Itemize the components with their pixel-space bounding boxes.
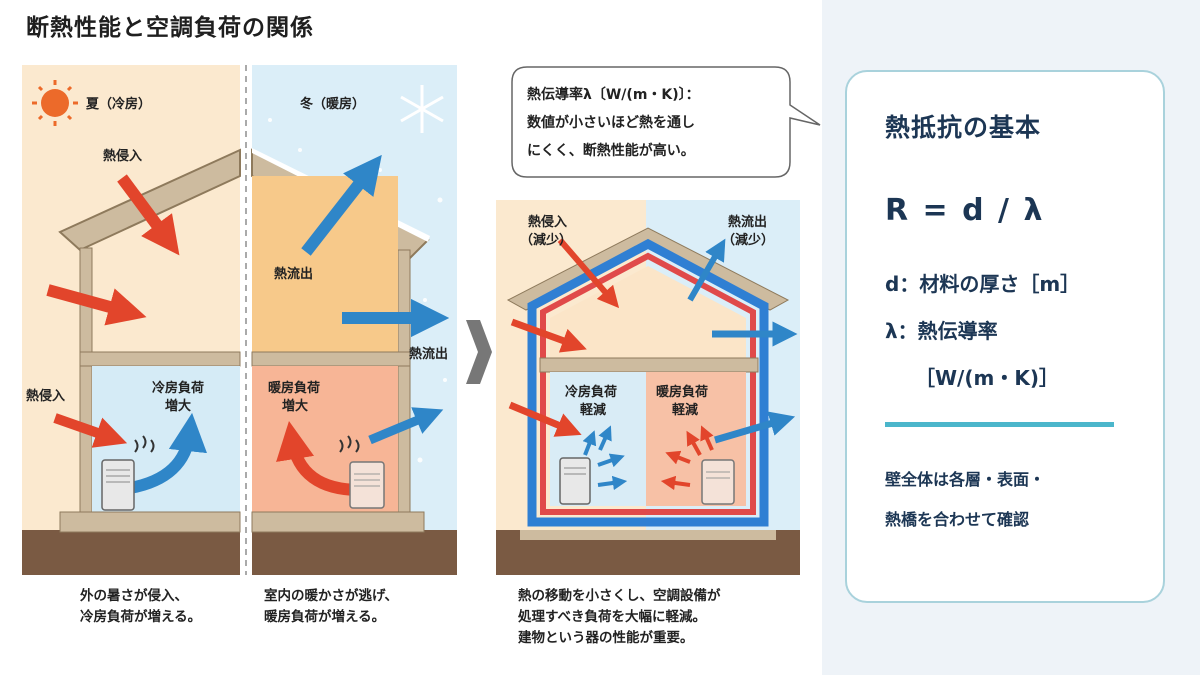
- heater-icon: [701, 459, 735, 505]
- heat-in-arrow: [53, 413, 128, 448]
- svg-text:熱侵入: 熱侵入: [528, 214, 567, 230]
- heat-out-label: 熱流出: [274, 266, 313, 282]
- heating-load-label: 増大: [282, 398, 308, 414]
- summer-season-label: 夏（冷房）: [85, 96, 151, 112]
- heat-out-label: 熱流出: [409, 346, 448, 362]
- insulated-panel: 熱侵入 （減少） 熱流出 （減少） 冷房負荷 軽減 暖房負荷 軽減: [496, 200, 800, 575]
- snowflake-icon: [400, 85, 444, 133]
- insulated-caption: 熱の移動を小さくし、空調設備が 処理すべき負荷を大幅に軽減。 建物という器の性能…: [518, 588, 721, 646]
- heat-in-arrow: [117, 174, 180, 256]
- conductivity-definition: λ：熱伝導率: [885, 319, 998, 343]
- sun-icon: [32, 80, 78, 126]
- conductivity-unit: ［W/(m・K)］: [915, 366, 1059, 390]
- card-title: 熱抵抗の基本: [885, 113, 1042, 142]
- summer-panel: 夏（冷房） 熱侵入 熱侵入 冷房負荷 増大: [22, 65, 241, 575]
- note-line: 壁全体は各層・表面・: [885, 470, 1046, 489]
- svg-text:暖房負荷: 暖房負荷: [656, 384, 708, 400]
- svg-text:冷房負荷: 冷房負荷: [565, 384, 617, 400]
- svg-text:熱伝導率λ〔W/(m・K)〕：: 熱伝導率λ〔W/(m・K)〕：: [527, 86, 700, 103]
- svg-text:（減少）: （減少）: [520, 232, 572, 248]
- svg-text:軽減: 軽減: [580, 402, 606, 418]
- info-card: [845, 70, 1165, 603]
- heating-load-arrow: [276, 421, 361, 496]
- conductivity-bubble: 熱伝導率λ〔W/(m・K)〕： 数値が小さいほど熱を通し にくく、断熱性能が高い…: [511, 66, 821, 178]
- page-title: 断熱性能と空調負荷の関係: [26, 15, 314, 41]
- note-line: 熱橋を合わせて確認: [885, 510, 1030, 529]
- aircon-unit-icon: [101, 459, 135, 511]
- thermal-resistance-formula: R = d / λ: [885, 193, 1045, 228]
- thickness-definition: d：材料の厚さ［m］: [885, 272, 1081, 296]
- chevron-right-icon: [466, 320, 492, 384]
- heater-icon: [349, 461, 385, 509]
- winter-caption: 室内の暖かさが逃げ、 暖房負荷が増える。: [264, 588, 399, 625]
- illustration: 夏（冷房） 熱侵入 熱侵入 冷房負荷 増大 冬: [22, 65, 821, 575]
- heating-load-label: 暖房負荷: [268, 380, 320, 396]
- summer-caption: 外の暑さが侵入、 冷房負荷が増える。: [80, 588, 202, 625]
- divider: [885, 422, 1114, 427]
- winter-season-label: 冬（暖房）: [300, 96, 365, 112]
- winter-panel: 冬（暖房） 熱流出 熱流出 暖房負荷 増大: [251, 65, 457, 575]
- heat-out-arrow: [368, 407, 444, 445]
- heat-in-label: 熱侵入: [26, 388, 65, 404]
- svg-text:数値が小さいほど熱を通し: 数値が小さいほど熱を通し: [527, 114, 695, 131]
- cooling-load-label: 増大: [165, 398, 191, 414]
- cooling-load-arrow: [128, 412, 208, 494]
- heat-in-arrow: [46, 284, 147, 326]
- svg-text:にくく、断熱性能が高い。: にくく、断熱性能が高い。: [527, 142, 695, 159]
- heat-in-label: 熱侵入: [103, 148, 142, 164]
- svg-text:（減少）: （減少）: [722, 232, 774, 248]
- svg-text:熱流出: 熱流出: [728, 214, 767, 230]
- heat-out-arrow: [301, 154, 382, 256]
- svg-text:軽減: 軽減: [672, 402, 698, 418]
- cooling-load-label: 冷房負荷: [152, 380, 204, 396]
- aircon-unit-icon: [559, 457, 591, 505]
